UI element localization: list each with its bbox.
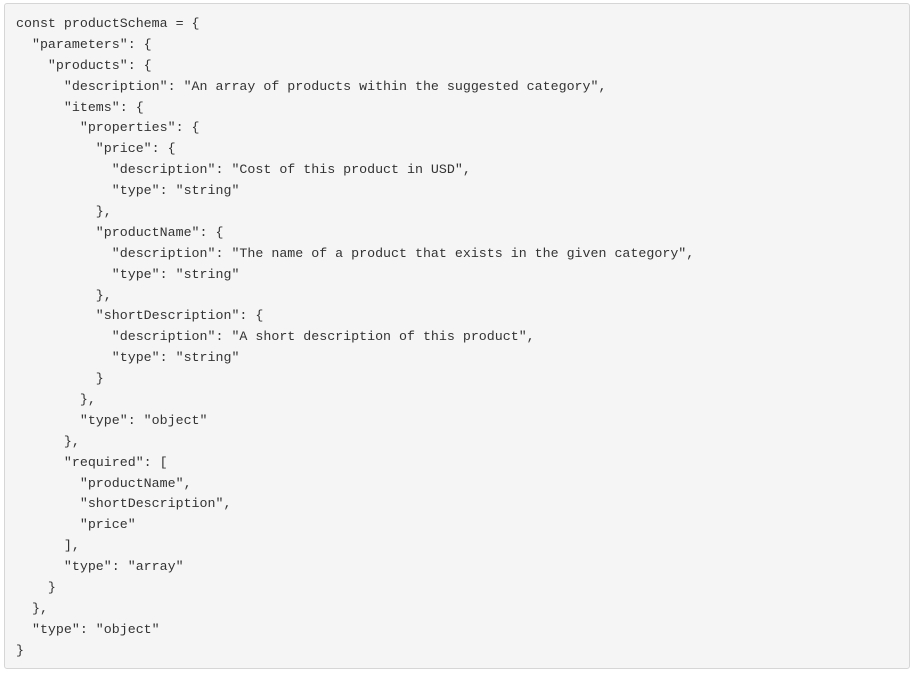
code-line: "description": "An array of products wit… <box>16 78 607 94</box>
code-line: const productSchema = { <box>16 16 200 31</box>
code-line: "description": "The name of a product th… <box>16 245 695 261</box>
code-line: "price": { <box>16 141 176 157</box>
code-line: "shortDescription": { <box>16 308 264 324</box>
code-line: } <box>16 642 24 658</box>
code-line: "items": { <box>16 99 144 115</box>
code-line: "type": "string" <box>16 183 240 199</box>
code-line: }, <box>16 287 112 303</box>
code-line: "type": "object" <box>16 412 208 428</box>
code-line: "description": "A short description of t… <box>16 329 535 345</box>
code-line: "type": "string" <box>16 350 240 366</box>
code-line: "type": "array" <box>16 559 184 575</box>
code-line: "shortDescription", <box>16 496 232 512</box>
code-line: "type": "object" <box>16 621 160 637</box>
code-line: }, <box>16 204 112 220</box>
code-line: "parameters": { <box>16 36 152 52</box>
code-line: "properties": { <box>16 120 200 136</box>
code-line: "productName", <box>16 475 192 491</box>
code-line: }, <box>16 392 96 408</box>
code-line: }, <box>16 433 80 449</box>
code-block: const productSchema = { "parameters": { … <box>4 3 910 669</box>
code-line: "type": "string" <box>16 266 240 282</box>
code-line: "price" <box>16 517 136 533</box>
code-line: "productName": { <box>16 224 224 240</box>
code-line: }, <box>16 600 48 616</box>
code-line: "description": "Cost of this product in … <box>16 162 471 178</box>
code-line: "required": [ <box>16 454 168 470</box>
code-line: ], <box>16 538 80 554</box>
code-line: "products": { <box>16 57 152 73</box>
code-line: } <box>16 371 104 387</box>
code-line: } <box>16 580 56 596</box>
